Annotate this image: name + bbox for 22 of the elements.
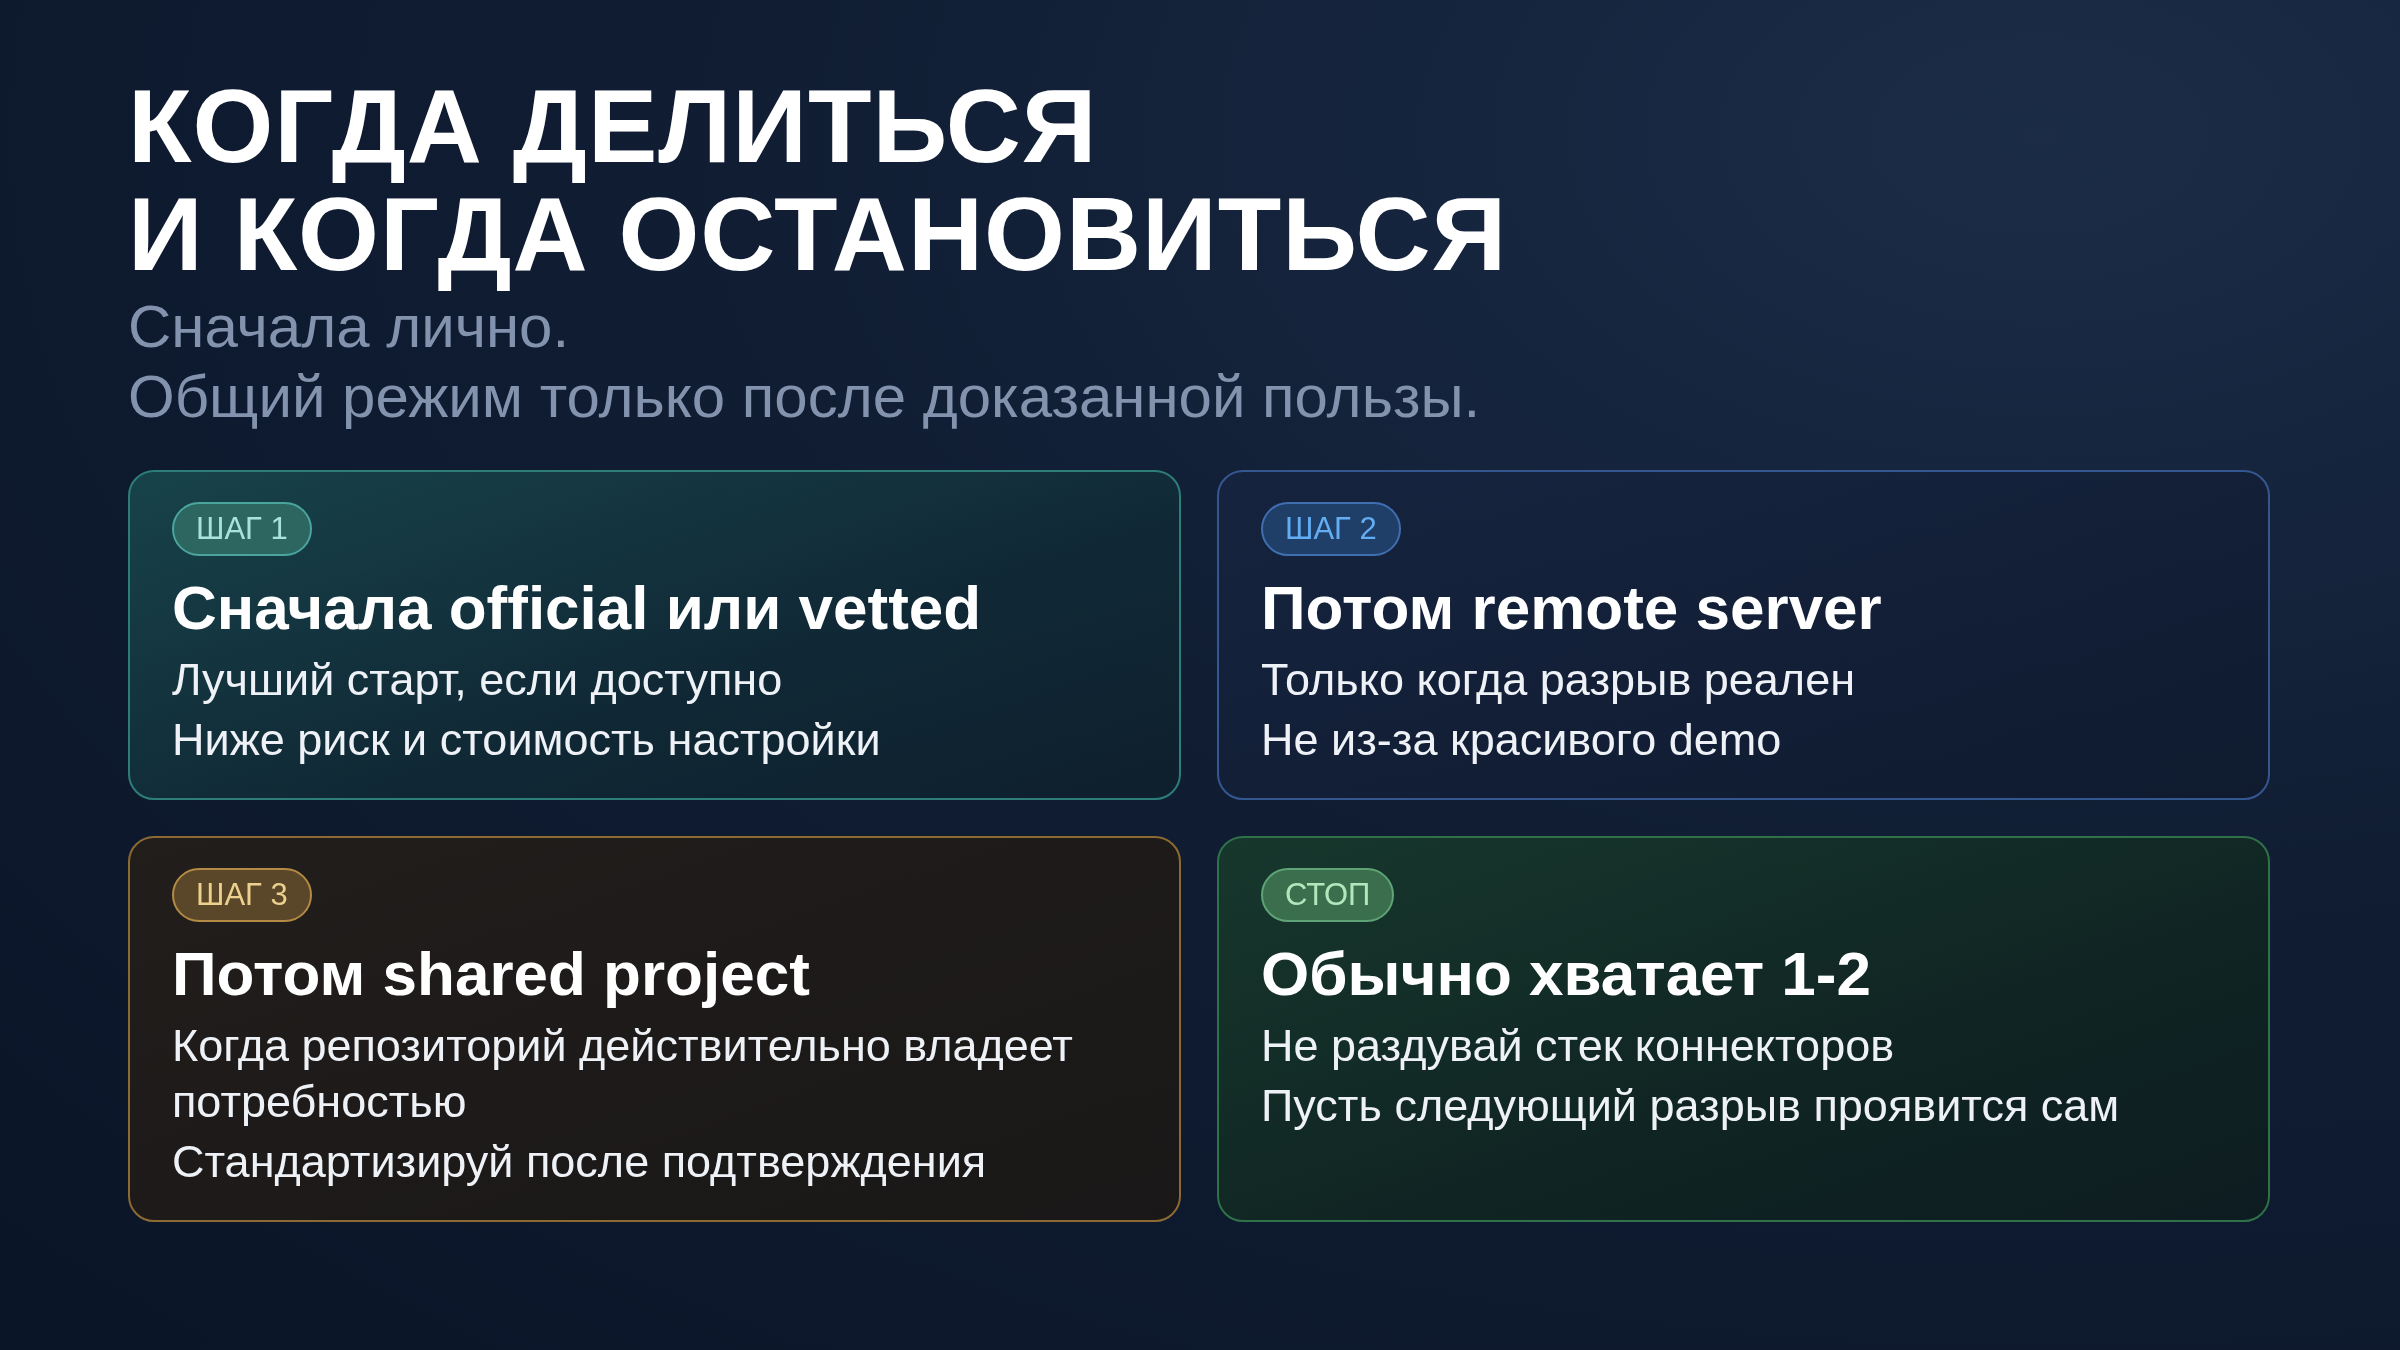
card-heading: Потом remote server <box>1261 572 1882 644</box>
card-text: Пусть следующий разрыв проявится сам <box>1261 1079 2121 1133</box>
step-badge: ШАГ 1 <box>172 502 312 556</box>
step-card <box>128 836 1181 1222</box>
stop-badge: СТОП <box>1261 868 1395 922</box>
card-heading: Обычно хватает 1-2 <box>1261 938 1871 1010</box>
step-badge: ШАГ 2 <box>1261 502 1401 556</box>
card-text: Когда репозиторий действительно владеет потребностью <box>172 1019 1074 1129</box>
stop-card <box>1217 836 2270 1222</box>
card-text: Стандартизируй после подтверждения <box>172 1135 988 1189</box>
card-text: Ниже риск и стоимость настройки <box>172 713 882 767</box>
card-text: Не из-за красивого demo <box>1261 713 1783 767</box>
card-text: Лучший старт, если доступно <box>172 653 784 707</box>
card-text: Только когда разрыв реален <box>1261 653 1856 707</box>
card-text: Не раздувай стек коннекторов <box>1261 1019 1896 1073</box>
subtitle: Общий режим только после доказанной пользы. <box>128 362 1481 432</box>
subtitle: Сначала лично. <box>128 292 570 362</box>
card-heading: Сначала official или vetted <box>172 572 982 644</box>
step-card <box>128 470 1181 800</box>
card-heading: Потом shared project <box>172 938 810 1010</box>
step-card <box>1217 470 2270 800</box>
step-badge: ШАГ 3 <box>172 868 312 922</box>
